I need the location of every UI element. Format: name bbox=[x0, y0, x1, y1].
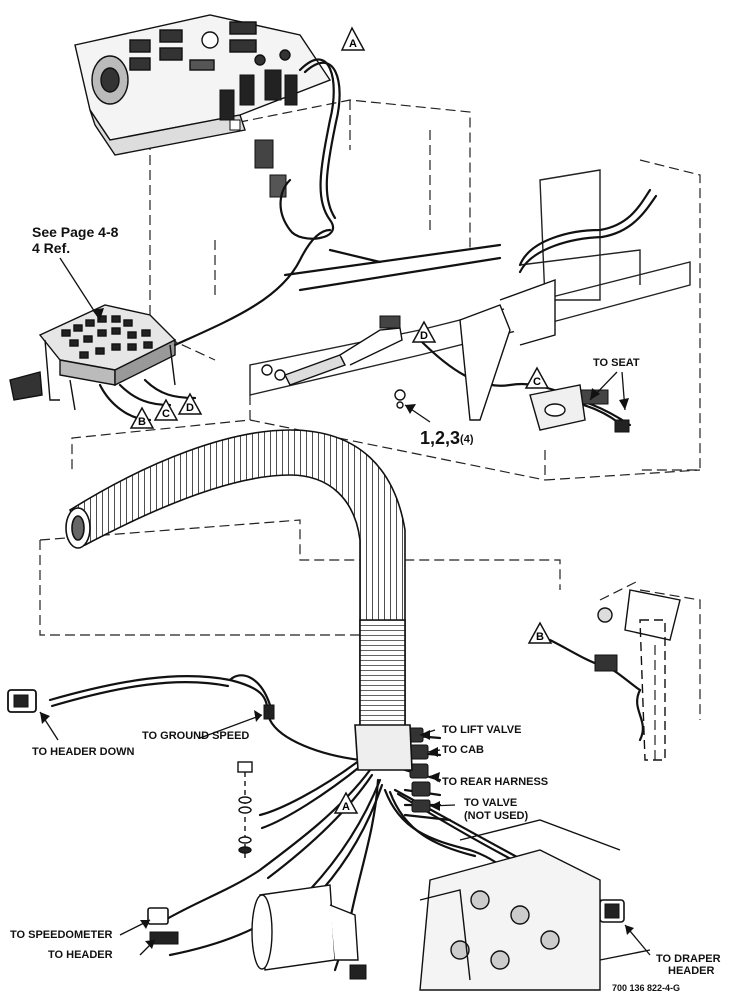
label-to-lift-valve: TO LIFT VALVE bbox=[442, 724, 522, 736]
svg-text:A: A bbox=[349, 38, 357, 50]
svg-text:B: B bbox=[138, 416, 146, 428]
control-console bbox=[74, 14, 332, 156]
svg-text:C: C bbox=[533, 376, 541, 388]
item-numbers: 1,2,3 bbox=[420, 428, 461, 448]
label-to-ground-speed: TO GROUND SPEED bbox=[142, 730, 250, 742]
svg-text:C: C bbox=[162, 408, 170, 420]
label-to-header-down: TO HEADER DOWN bbox=[32, 746, 135, 758]
figure-id: 700 136 822-4-G bbox=[612, 983, 681, 993]
console-connectors bbox=[219, 69, 298, 198]
lever-assembly bbox=[597, 589, 681, 761]
motor bbox=[251, 884, 359, 971]
fuse-box bbox=[9, 304, 177, 411]
label-to-cab: TO CAB bbox=[442, 744, 484, 756]
label-to-draper-line1: TO DRAPER bbox=[656, 953, 721, 965]
marker-c-box: C bbox=[153, 398, 179, 421]
marker-a-harness: A bbox=[333, 791, 359, 814]
arrow-heads bbox=[40, 308, 634, 949]
marker-a-top: A bbox=[340, 26, 366, 51]
label-to-rear-harness: TO REAR HARNESS bbox=[442, 776, 549, 788]
page-reference-line2: 4 Ref. bbox=[32, 240, 71, 256]
corrugated-conduit bbox=[65, 429, 413, 771]
svg-text:B: B bbox=[536, 631, 544, 643]
bracket-and-bolt bbox=[261, 279, 556, 421]
label-not-used: (NOT USED) bbox=[464, 810, 529, 822]
label-to-seat: TO SEAT bbox=[593, 357, 640, 369]
label-to-speedometer: TO SPEEDOMETER bbox=[10, 929, 113, 941]
item-quantity: (4) bbox=[460, 433, 474, 446]
label-to-header: TO HEADER bbox=[48, 949, 113, 961]
valve-block bbox=[419, 819, 651, 991]
svg-text:D: D bbox=[420, 330, 428, 342]
marker-b-box: B bbox=[129, 406, 155, 429]
svg-text:A: A bbox=[342, 801, 350, 813]
bolt-stack bbox=[237, 761, 253, 860]
marker-c-seat: C bbox=[524, 366, 550, 389]
marker-d-bracket: D bbox=[411, 320, 437, 343]
marker-d-box: D bbox=[177, 392, 203, 415]
label-to-draper-line2: HEADER bbox=[668, 965, 715, 977]
seat-switch bbox=[529, 384, 586, 431]
item-number-callout: 1,2,3(4) bbox=[420, 428, 474, 449]
svg-text:D: D bbox=[186, 402, 194, 414]
page-reference-line1: See Page 4-8 bbox=[32, 224, 119, 240]
marker-b-lever: B bbox=[527, 621, 553, 644]
label-to-valve: TO VALVE bbox=[464, 797, 518, 809]
